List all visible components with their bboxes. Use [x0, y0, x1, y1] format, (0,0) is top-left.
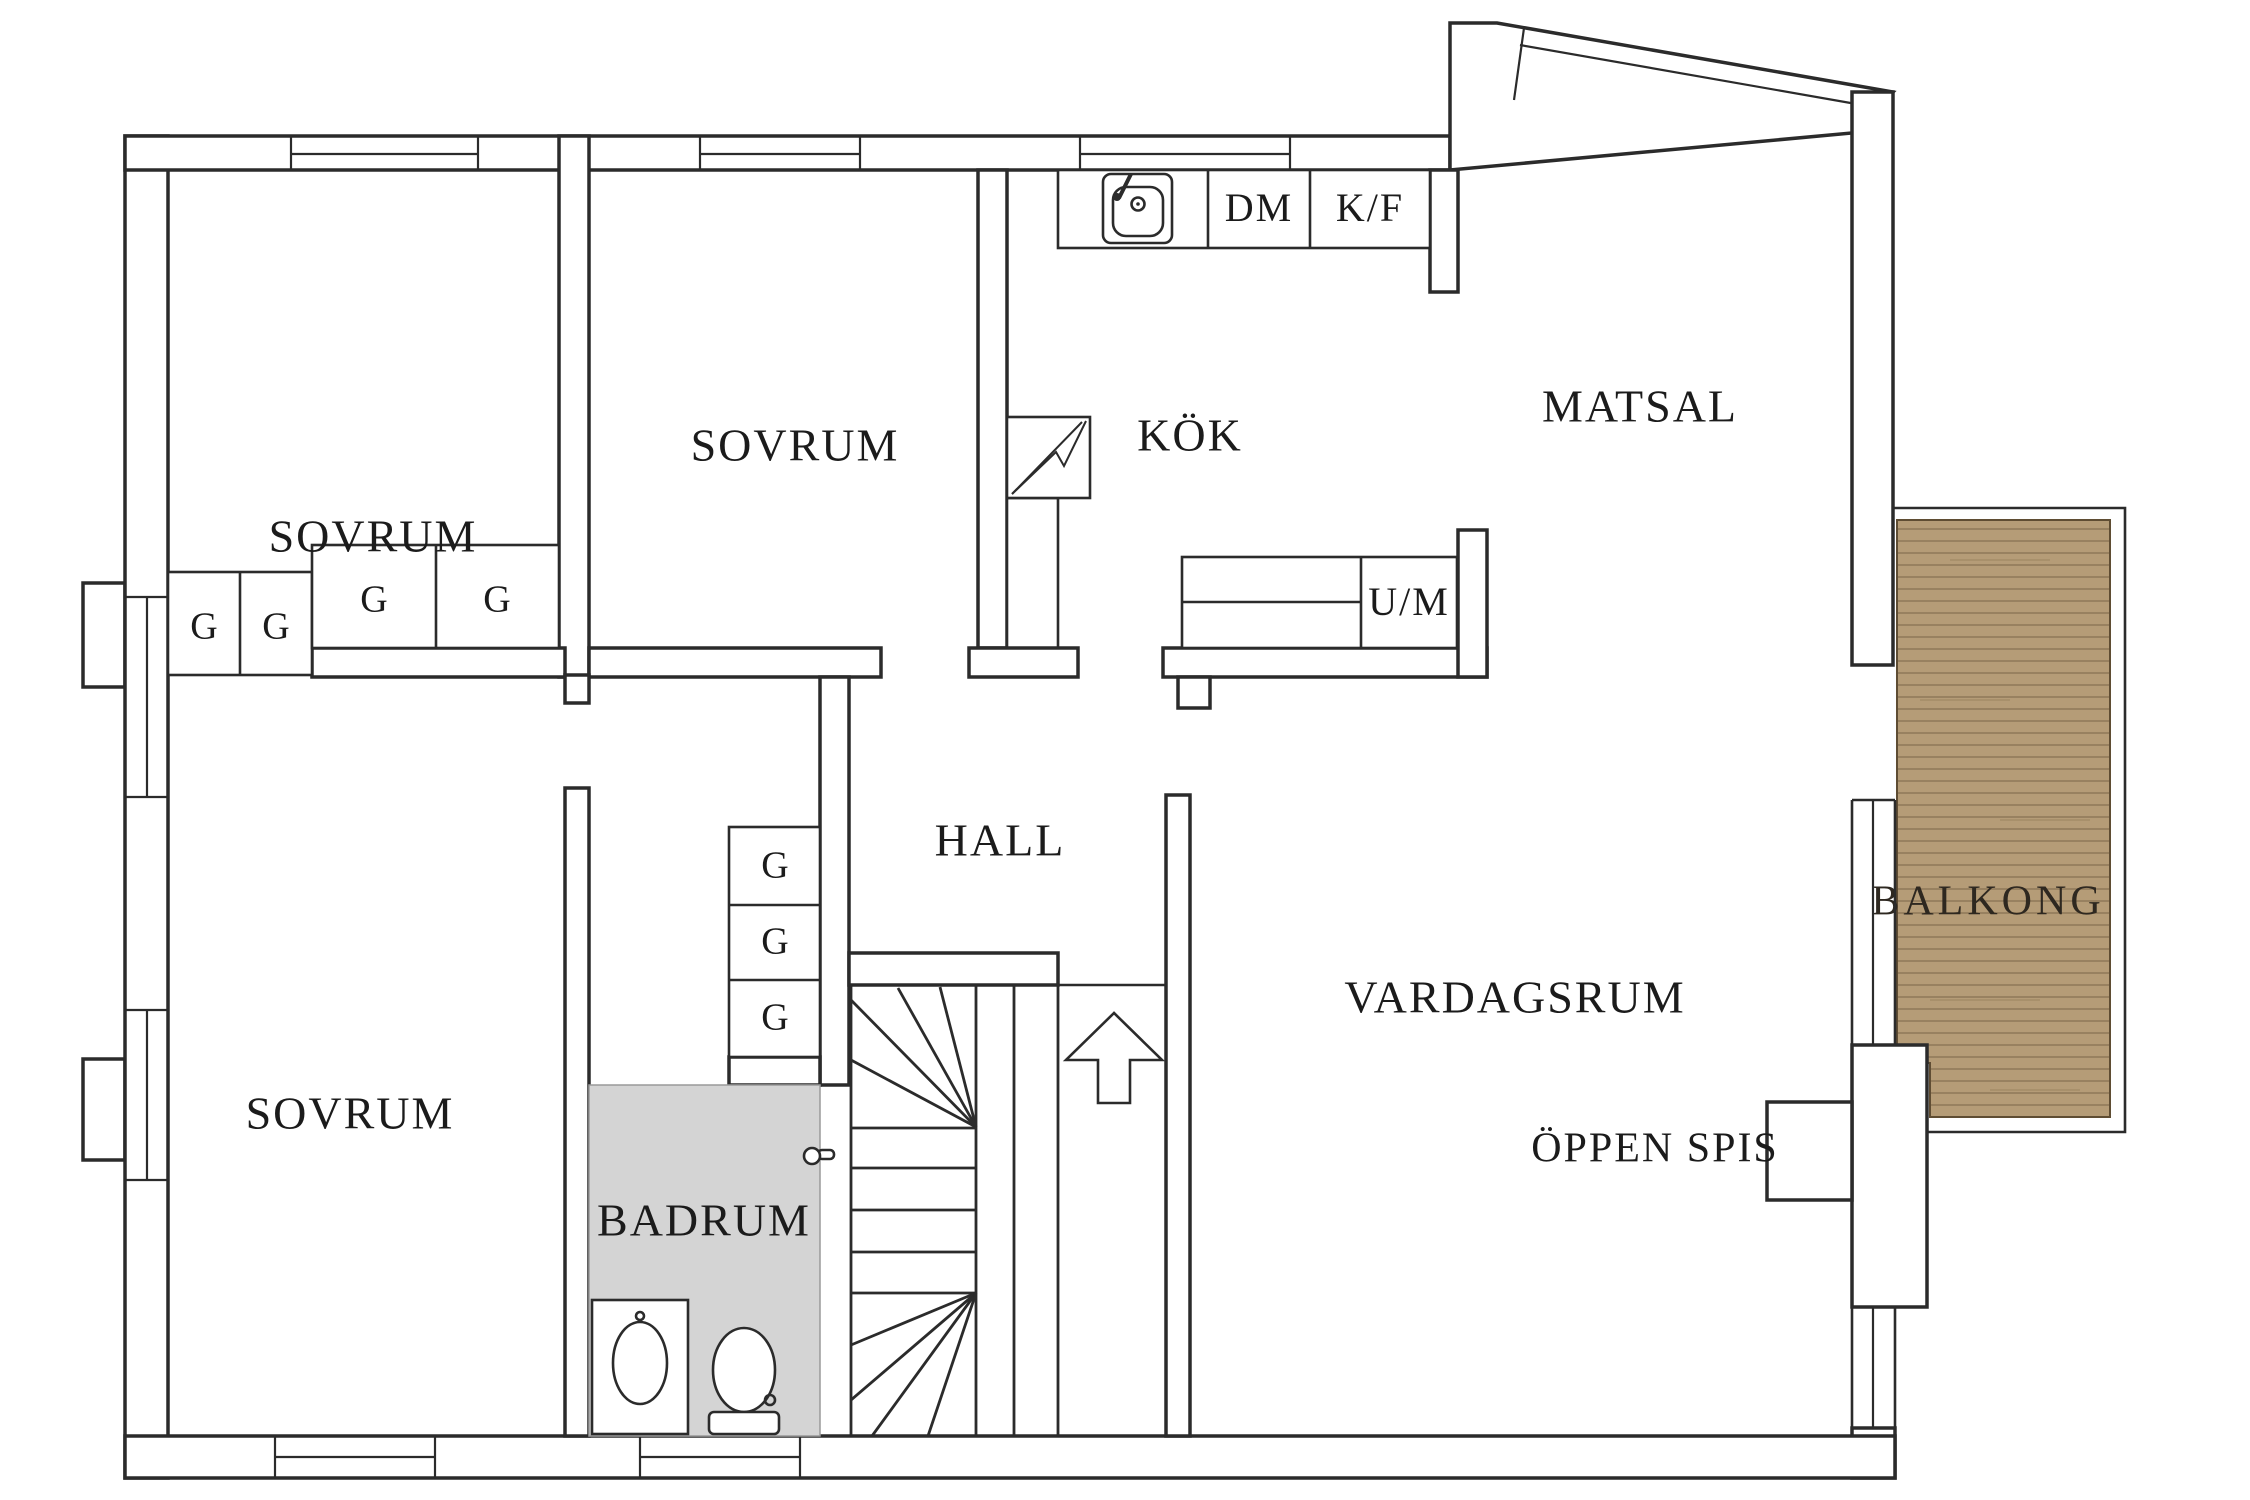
wall-bathroom-top: [727, 1055, 822, 1087]
bathroom: [588, 1084, 836, 1437]
wardrobe-label: G: [761, 921, 788, 963]
wall-hall-vardagsrum: [1164, 793, 1192, 1438]
bottom-window-1: [273, 1436, 437, 1478]
left-wall-bump-2: [81, 1057, 127, 1162]
label-hall: HALL: [935, 815, 1066, 866]
fridge-freezer-label: K/F: [1336, 185, 1404, 230]
wardrobe-label: G: [190, 606, 217, 648]
wall-kitchen-south: [1161, 646, 1489, 679]
bathroom-sink: [590, 1298, 690, 1436]
label-badrum: BADRUM: [597, 1195, 811, 1246]
left-wall: [123, 134, 170, 1480]
left-window-1: [125, 595, 168, 799]
right-wall-block: [1850, 1043, 1929, 1309]
top-window-1: [289, 136, 480, 170]
bottom-window-2: [638, 1436, 802, 1478]
kitchen-sink-icon: [1101, 172, 1174, 245]
exterior-walls: [81, 21, 1929, 1480]
wall-bedroom2-kitchen: [976, 168, 1009, 650]
label-sovrum-1: SOVRUM: [269, 511, 478, 562]
chamfer-window-tick-1: [1512, 27, 1526, 101]
dishwasher-label: DM: [1225, 185, 1293, 230]
label-kok: KÖK: [1137, 410, 1243, 461]
wall-bedroom1-bedroom2: [557, 134, 591, 679]
right-wall-upper: [1850, 90, 1895, 667]
top-window-2: [698, 136, 862, 170]
lower-right-window: [1850, 1305, 1897, 1430]
door-knob: [802, 1146, 836, 1166]
wall-wardrobe-stack: [818, 675, 851, 1087]
label-vardagsrum: VARDAGSRUM: [1344, 972, 1685, 1023]
label-matsal: MATSAL: [1542, 381, 1738, 432]
washer-label: U/M: [1368, 579, 1450, 624]
kitchen-counter: [1056, 168, 1432, 250]
room-labels: SOVRUM SOVRUM SOVRUM KÖK MATSAL HALL VAR…: [246, 381, 1779, 1246]
wardrobe-label: G: [761, 997, 788, 1039]
label-sovrum-3: SOVRUM: [246, 1088, 455, 1139]
wall-bedroom3-right: [563, 786, 591, 1438]
wardrobe-label: G: [360, 579, 387, 621]
balcony-label: BALKONG: [1871, 879, 2104, 925]
fireplace: [1765, 1100, 1854, 1202]
wall-hall-stair: [847, 951, 1060, 987]
duct-shaft: [1005, 496, 1060, 650]
staircase: [849, 985, 1166, 1437]
balcony-outline: [1893, 506, 2127, 1134]
wall-bedroom3-top: [310, 646, 567, 679]
chamfer-wall: [1448, 21, 1897, 172]
wall-kitchen-east: [1456, 528, 1489, 679]
wardrobes: G G G G G G G: [166, 543, 822, 1059]
kitchen: DM K/F U/M: [1056, 168, 1459, 650]
left-wall-bump-1: [81, 581, 127, 689]
top-window-3: [1078, 136, 1292, 170]
wardrobe-label: G: [761, 845, 788, 887]
winder-treads-top: [850, 986, 978, 1129]
stairs-up-arrow-icon: [1062, 1011, 1166, 1105]
toilet: [707, 1326, 781, 1436]
left-window-2: [125, 1008, 168, 1182]
wall-bedroom2-south: [587, 646, 883, 679]
winder-treads-bottom: [850, 1291, 978, 1437]
deck-grain: [1920, 559, 2090, 1091]
wardrobe-label: G: [483, 579, 510, 621]
wall-hall-jamb: [967, 646, 1080, 679]
balcony: BALKONG: [1871, 506, 2127, 1134]
label-sovrum-2: SOVRUM: [691, 420, 900, 471]
flue-bolt-icon: [1011, 420, 1087, 495]
label-oppen-spis: ÖPPEN SPIS: [1531, 1126, 1779, 1172]
door-stub-vardagsrum: [1176, 675, 1212, 710]
wall-bedroom3-door-stub: [563, 673, 591, 705]
wall-fridge-stub: [1428, 168, 1460, 294]
chamfer-window-glass: [1519, 43, 1863, 107]
interior-walls: [310, 134, 1489, 1438]
balcony-deck: [1896, 519, 2111, 1118]
wardrobe-label: G: [262, 606, 289, 648]
wardrobe-stack: [727, 825, 822, 1059]
